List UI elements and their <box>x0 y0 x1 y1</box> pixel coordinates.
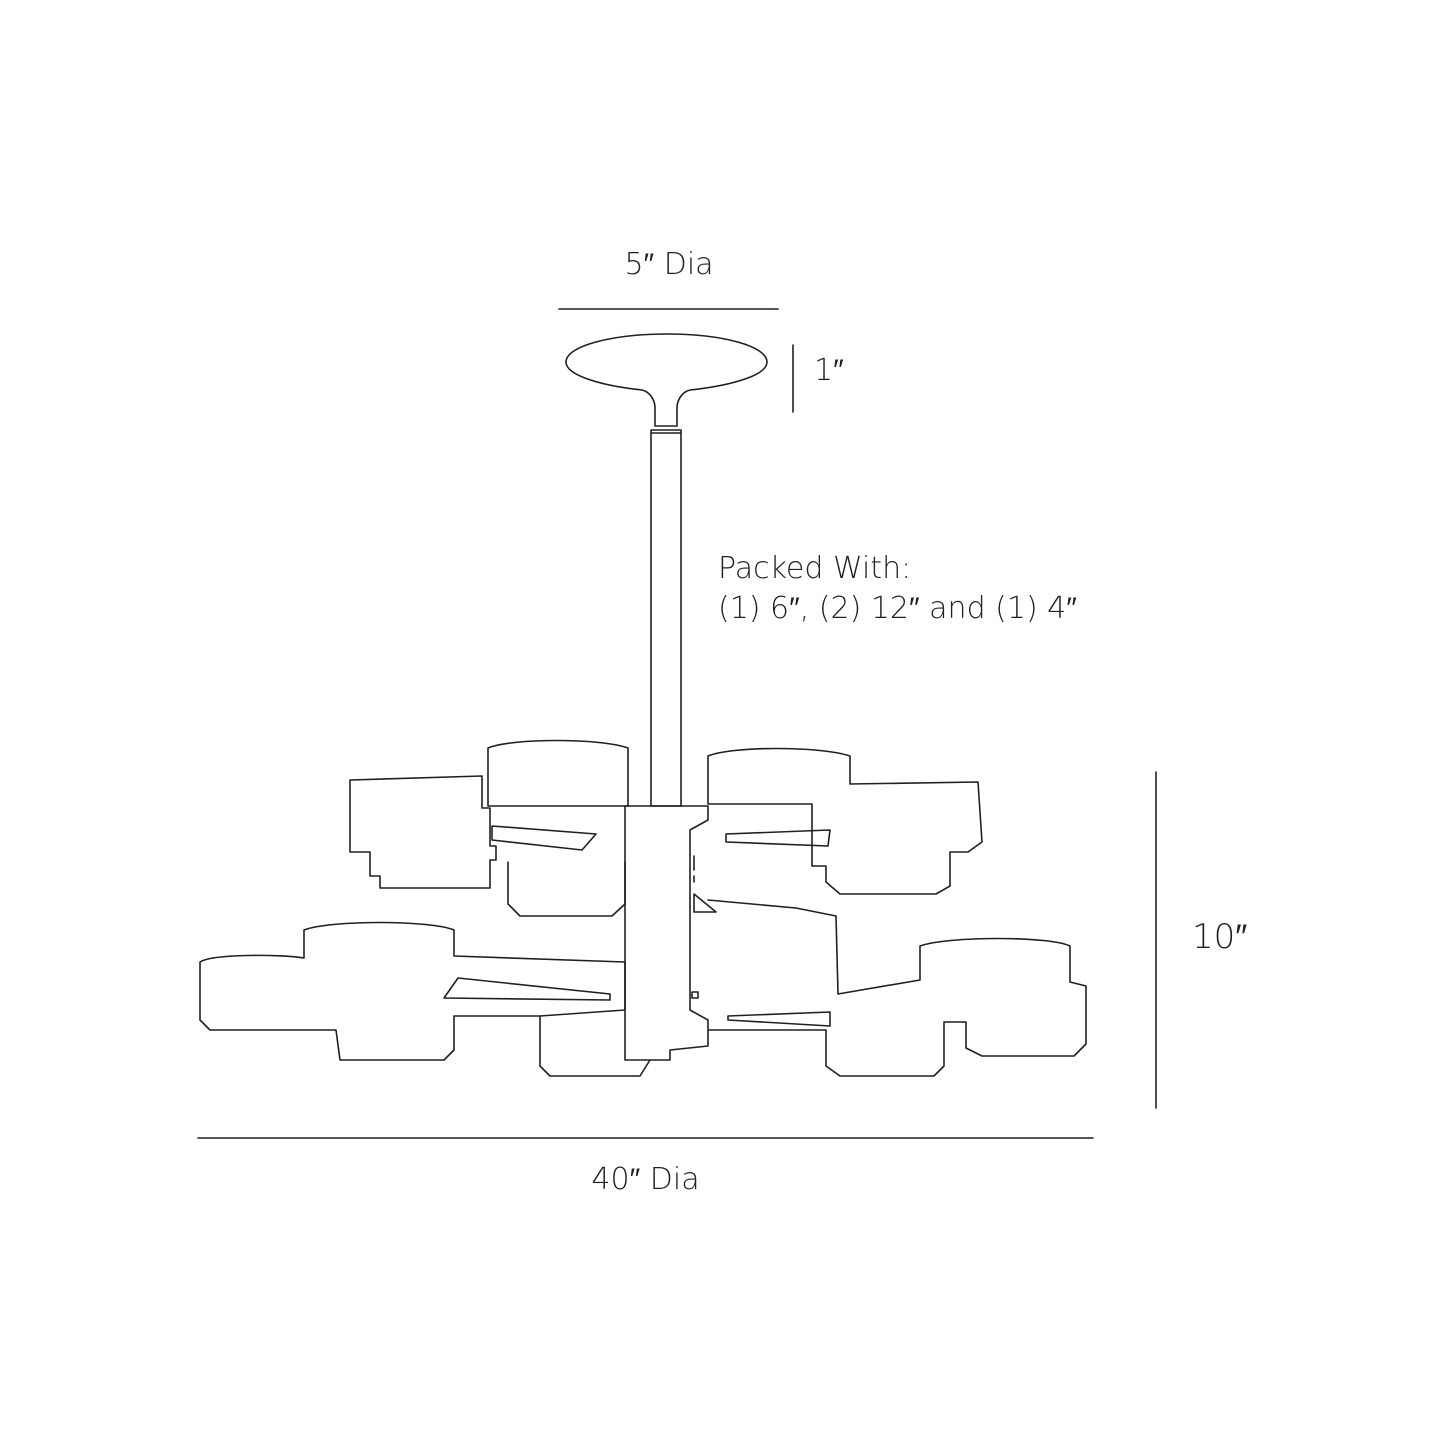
fixture-height-label: 10″ <box>1192 917 1248 957</box>
central-body <box>624 805 709 1061</box>
arm-details <box>443 825 831 1027</box>
arm-slot-5 <box>693 893 717 913</box>
shade-upper-1 <box>349 775 497 889</box>
fixture-diameter-label: 40″ Dia <box>591 1162 700 1197</box>
packed-with-rods: (1) 6″, (2) 12″ and (1) 4″ <box>718 591 1077 626</box>
packed-with-note: Packed With: (1) 6″, (2) 12″ and (1) 4″ <box>718 549 1077 629</box>
arm-slot-1 <box>491 825 597 851</box>
shade-upper-4 <box>707 747 983 895</box>
arm-detail-dot <box>691 991 699 999</box>
arm-slot-3 <box>443 977 611 1001</box>
shade-lower-2 <box>539 1015 651 1077</box>
canopy-diameter-label: 5″ Dia <box>624 247 714 282</box>
shade-upper-3 <box>507 861 626 917</box>
stem <box>650 429 682 807</box>
arm-slot-4 <box>727 1011 831 1027</box>
lower-tier-shades <box>199 899 1087 1077</box>
canopy-height-label: 1″ <box>814 353 844 388</box>
shade-lower-3 <box>707 899 1087 1077</box>
canopy <box>565 333 768 427</box>
arm-slot-2 <box>725 829 831 847</box>
upper-tier-shades <box>349 739 983 917</box>
shade-lower-1 <box>199 921 626 1061</box>
packed-with-heading: Packed With: <box>718 551 912 586</box>
shade-upper-2 <box>487 739 629 807</box>
